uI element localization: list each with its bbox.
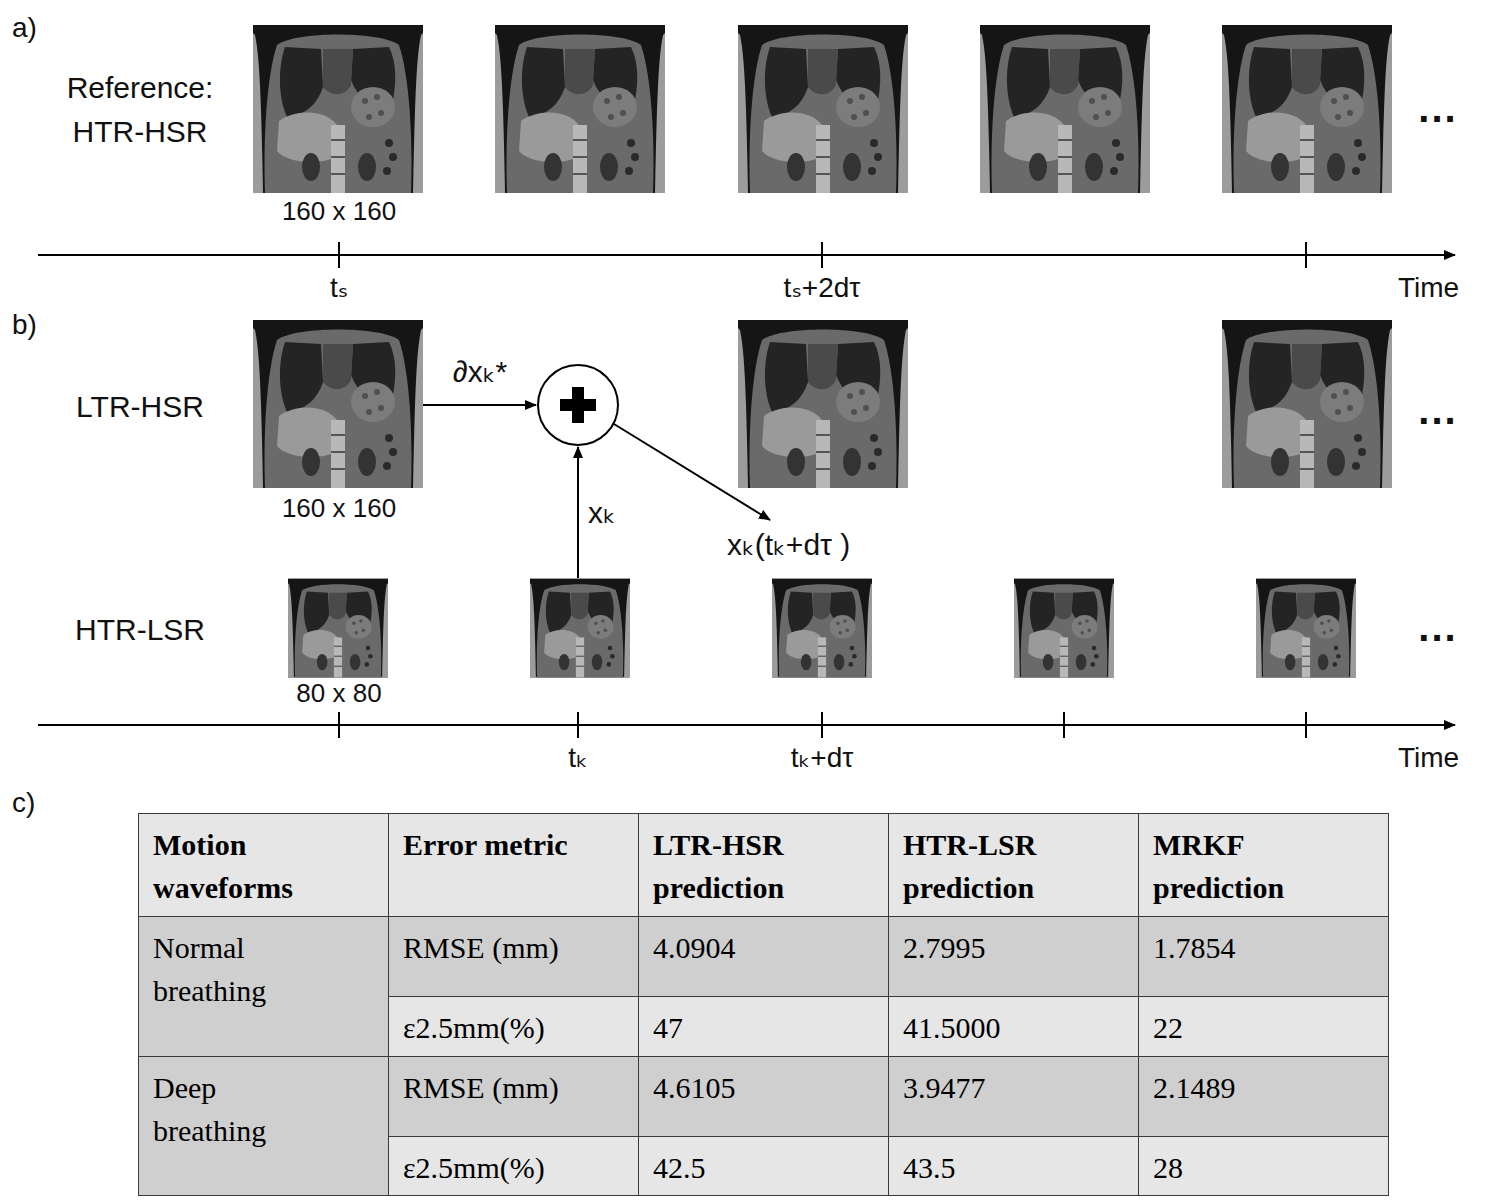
table-text: 4.6105 bbox=[653, 1067, 874, 1110]
axis-tick bbox=[1305, 712, 1307, 738]
table-cell: 22 bbox=[1138, 996, 1389, 1057]
table-cell: LTR-HSR prediction bbox=[638, 813, 889, 917]
table-text: 2.7995 bbox=[903, 927, 1124, 970]
table-cell: 2.1489 bbox=[1138, 1056, 1389, 1137]
table-cell: 1.7854 bbox=[1138, 916, 1389, 997]
table-cell: Error metric bbox=[388, 813, 639, 917]
axis-tick bbox=[1063, 712, 1065, 738]
axis-label: tₛ+2dτ bbox=[784, 271, 861, 305]
mri-image bbox=[980, 25, 1150, 193]
arrow bbox=[423, 404, 536, 406]
table-text: 1.7854 bbox=[1153, 927, 1374, 970]
table-cell: ε2.5mm(%) bbox=[388, 1136, 639, 1196]
table-cell: RMSE (mm) bbox=[388, 916, 639, 997]
axis-tick bbox=[1305, 242, 1307, 268]
table-text: 47 bbox=[653, 1007, 874, 1050]
table-cell: Normal breathing bbox=[138, 916, 389, 1057]
table-cell: 4.0904 bbox=[638, 916, 889, 997]
table-text: RMSE (mm) bbox=[403, 1067, 624, 1110]
time-axis bbox=[38, 724, 1455, 726]
table-text: 4.0904 bbox=[653, 927, 874, 970]
dimension: 80 x 80 bbox=[296, 678, 381, 709]
table-cell: 42.5 bbox=[638, 1136, 889, 1196]
dimension: 160 x 160 bbox=[282, 493, 396, 524]
arrow-label: ∂xₖ* bbox=[453, 354, 507, 390]
arrow bbox=[614, 424, 770, 520]
ellipsis: ... bbox=[1418, 88, 1457, 128]
time-axis bbox=[38, 254, 1455, 256]
table-cell: 41.5000 bbox=[888, 996, 1139, 1057]
table-cell: 47 bbox=[638, 996, 889, 1057]
table-cell: Motion waveforms bbox=[138, 813, 389, 917]
axis-tick bbox=[577, 712, 579, 738]
panel-label: c) bbox=[12, 786, 35, 820]
arrow-label: xₖ bbox=[588, 495, 616, 531]
mri-image bbox=[1222, 25, 1392, 193]
table-text: Deep breathing bbox=[153, 1067, 328, 1152]
table-text: 2.1489 bbox=[1153, 1067, 1374, 1110]
mri-image bbox=[253, 25, 423, 193]
mri-image-small bbox=[1014, 579, 1114, 678]
ellipsis: ... bbox=[1418, 390, 1457, 430]
table-cell: 28 bbox=[1138, 1136, 1389, 1196]
sum-circle bbox=[538, 365, 618, 445]
mri-image bbox=[495, 25, 665, 193]
row-label: LTR-HSR bbox=[76, 389, 204, 425]
axis-title: Time bbox=[1398, 741, 1459, 775]
table-cell: HTR-LSR prediction bbox=[888, 813, 1139, 917]
table-text: ε2.5mm(%) bbox=[403, 1007, 624, 1050]
table-text: 22 bbox=[1153, 1007, 1374, 1050]
row-label: HTR-LSR bbox=[75, 612, 205, 648]
panel-label: a) bbox=[12, 11, 37, 45]
table-text: 28 bbox=[1153, 1147, 1374, 1190]
table-text: Error metric bbox=[403, 824, 624, 867]
table-cell: 43.5 bbox=[888, 1136, 1139, 1196]
arrow-label: xₖ(tₖ+dτ ) bbox=[727, 527, 850, 563]
arrow bbox=[577, 447, 579, 578]
axis-label: tₛ bbox=[330, 271, 348, 305]
plus-symbol bbox=[572, 387, 584, 423]
table-cell: MRKF prediction bbox=[1138, 813, 1389, 917]
mri-image bbox=[738, 25, 908, 193]
ellipsis: ... bbox=[1418, 607, 1457, 647]
axis-tick bbox=[338, 242, 340, 268]
axis-label: tₖ+dτ bbox=[791, 741, 854, 775]
table-cell: 3.9477 bbox=[888, 1056, 1139, 1137]
axis-tick bbox=[821, 712, 823, 738]
mri-image-small bbox=[530, 579, 630, 678]
mri-image-small bbox=[288, 579, 388, 678]
axis-title: Time bbox=[1398, 271, 1459, 305]
axis-tick bbox=[338, 712, 340, 738]
axis-label: tₖ bbox=[568, 741, 588, 775]
table-text: LTR-HSR prediction bbox=[653, 824, 874, 909]
panel-label: b) bbox=[12, 308, 37, 342]
axis-tick bbox=[821, 242, 823, 268]
mri-image-small bbox=[772, 579, 872, 678]
table-cell: Deep breathing bbox=[138, 1056, 389, 1196]
table-text: 43.5 bbox=[903, 1147, 1124, 1190]
table-cell: ε2.5mm(%) bbox=[388, 996, 639, 1057]
mri-image-small bbox=[1256, 579, 1356, 678]
mri-image bbox=[738, 320, 908, 488]
table-cell: 2.7995 bbox=[888, 916, 1139, 997]
table-text: HTR-LSR prediction bbox=[903, 824, 1124, 909]
table-cell: 4.6105 bbox=[638, 1056, 889, 1137]
table-text: Normal breathing bbox=[153, 927, 328, 1012]
table-text: Motion waveforms bbox=[153, 824, 353, 909]
table-text: MRKF prediction bbox=[1153, 824, 1374, 909]
dimension: 160 x 160 bbox=[282, 196, 396, 227]
table-text: RMSE (mm) bbox=[403, 927, 624, 970]
table-text: 41.5000 bbox=[903, 1007, 1124, 1050]
row-label: Reference: HTR-HSR bbox=[45, 66, 235, 154]
table-text: 3.9477 bbox=[903, 1067, 1124, 1110]
table-text: 42.5 bbox=[653, 1147, 874, 1190]
table-text: ε2.5mm(%) bbox=[403, 1147, 624, 1190]
table-cell: RMSE (mm) bbox=[388, 1056, 639, 1137]
mri-image bbox=[253, 320, 423, 488]
mri-image bbox=[1222, 320, 1392, 488]
